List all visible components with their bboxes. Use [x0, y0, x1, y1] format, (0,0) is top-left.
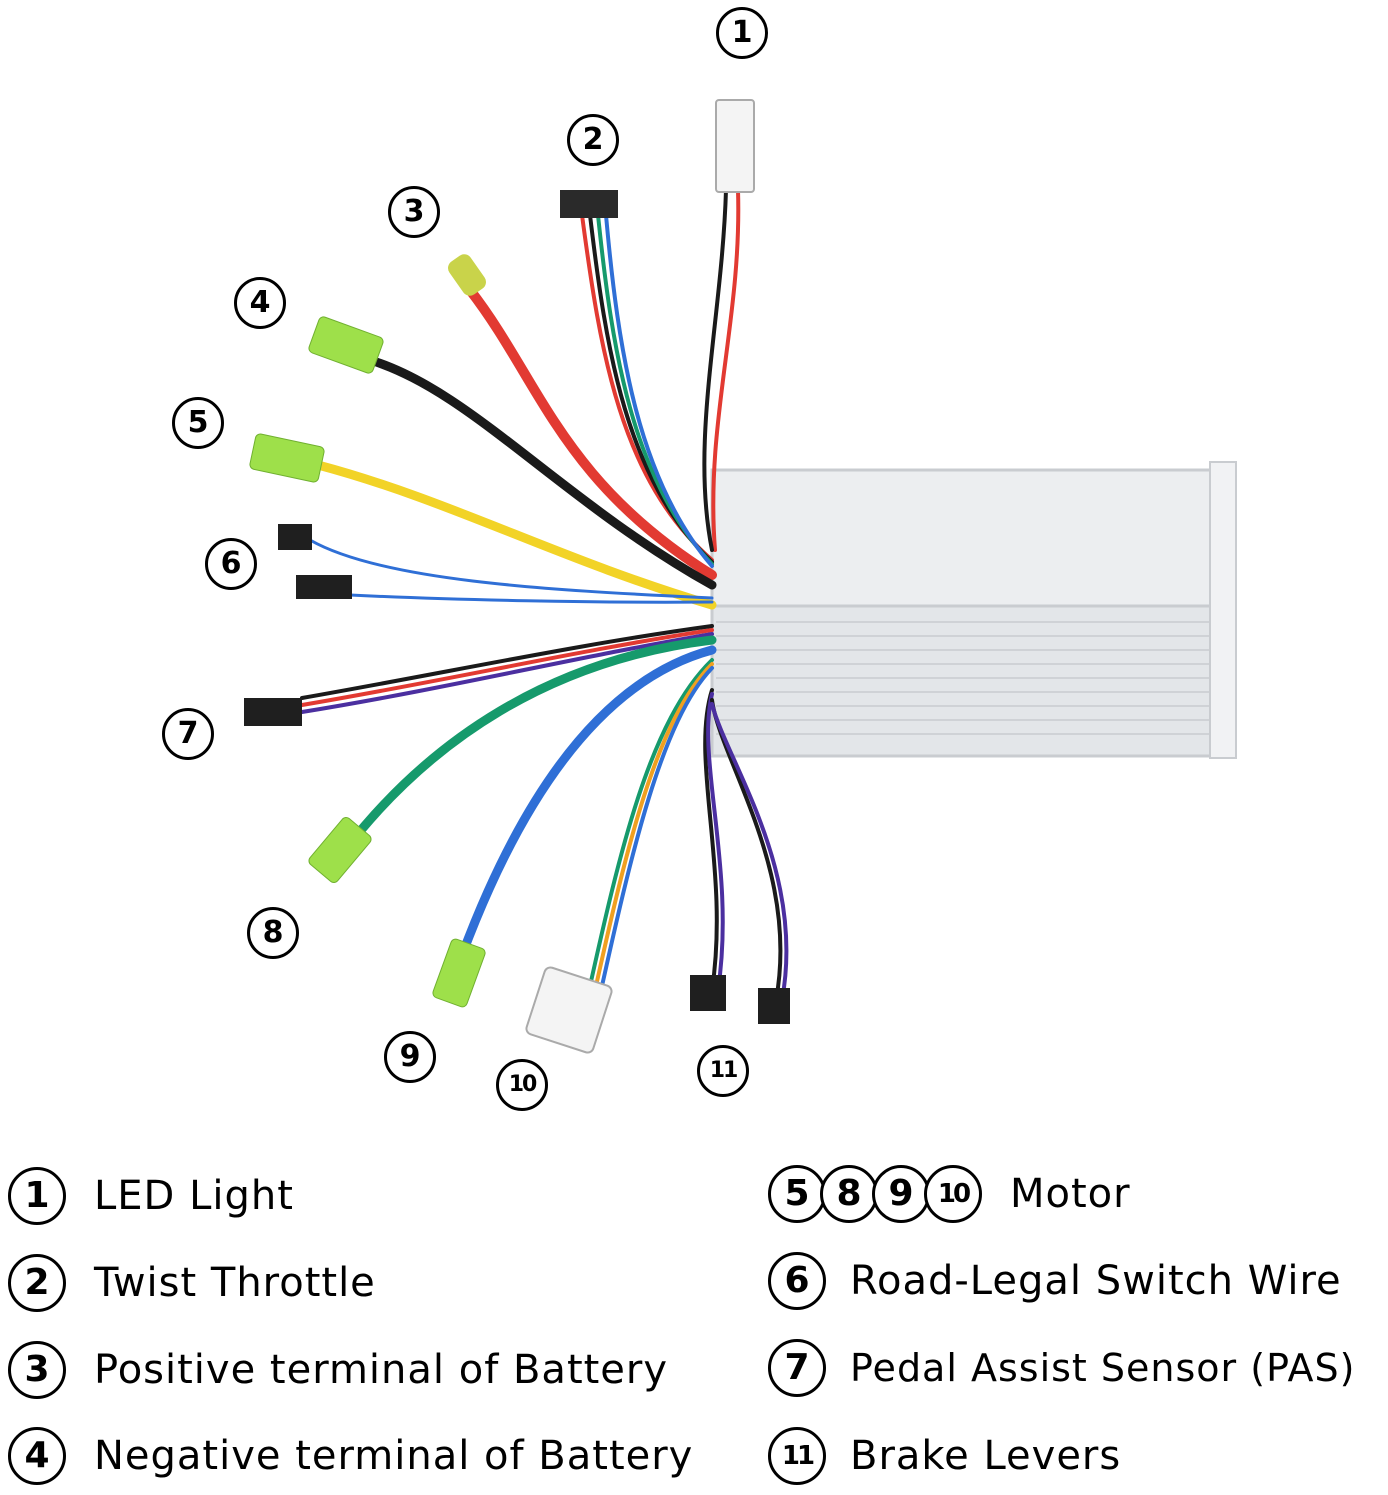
legend-badge: 3: [8, 1341, 66, 1399]
connectors: [244, 99, 790, 1054]
callout-4: 4: [234, 277, 286, 329]
legend-label: Negative terminal of Battery: [94, 1433, 694, 1479]
legend-label: LED Light: [94, 1173, 294, 1219]
legend-badge: 4: [8, 1427, 66, 1485]
legend-badge: 2: [8, 1254, 66, 1312]
legend-badge: 7: [768, 1339, 826, 1397]
callout-2: 2: [567, 114, 619, 166]
wires: [300, 188, 789, 1002]
legend-item-pas: 7 Pedal Assist Sensor (PAS): [768, 1336, 1356, 1400]
callout-1: 1: [716, 7, 768, 59]
callout-6: 6: [205, 538, 257, 590]
legend-label: Twist Throttle: [94, 1260, 376, 1306]
callout-7: 7: [162, 708, 214, 760]
legend-label: Positive terminal of Battery: [94, 1347, 669, 1393]
legend-label: Brake Levers: [850, 1433, 1122, 1479]
controller-wiring-diagram: [244, 99, 1237, 1054]
legend-badge: 6: [768, 1252, 826, 1310]
legend-badge: 11: [768, 1427, 826, 1485]
legend-label: Motor: [1010, 1171, 1131, 1217]
callout-8: 8: [247, 907, 299, 959]
legend-badge: 1: [8, 1167, 66, 1225]
legend-label: Road-Legal Switch Wire: [850, 1258, 1342, 1304]
legend-item-led-light: 1 LED Light: [8, 1164, 294, 1228]
legend-item-road-legal-switch: 6 Road-Legal Switch Wire: [768, 1249, 1342, 1313]
legend-item-motor: 5 8 9 10 Motor: [768, 1162, 1131, 1226]
legend-item-twist-throttle: 2 Twist Throttle: [8, 1251, 376, 1315]
legend-label: Pedal Assist Sensor (PAS): [850, 1346, 1356, 1390]
legend-badge: 9: [872, 1165, 930, 1223]
callout-11: 11: [697, 1045, 749, 1097]
legend-badge: 10: [924, 1165, 982, 1223]
callout-5: 5: [172, 397, 224, 449]
legend-item-brake-levers: 11 Brake Levers: [768, 1424, 1121, 1488]
callout-9: 9: [384, 1031, 436, 1083]
legend-item-positive-terminal: 3 Positive terminal of Battery: [8, 1338, 668, 1402]
controller-unit: [710, 461, 1237, 759]
callout-3: 3: [388, 186, 440, 238]
legend-badge: 8: [820, 1165, 878, 1223]
legend-badge: 5: [768, 1165, 826, 1223]
legend-item-negative-terminal: 4 Negative terminal of Battery: [8, 1424, 693, 1488]
callout-10: 10: [496, 1059, 548, 1111]
